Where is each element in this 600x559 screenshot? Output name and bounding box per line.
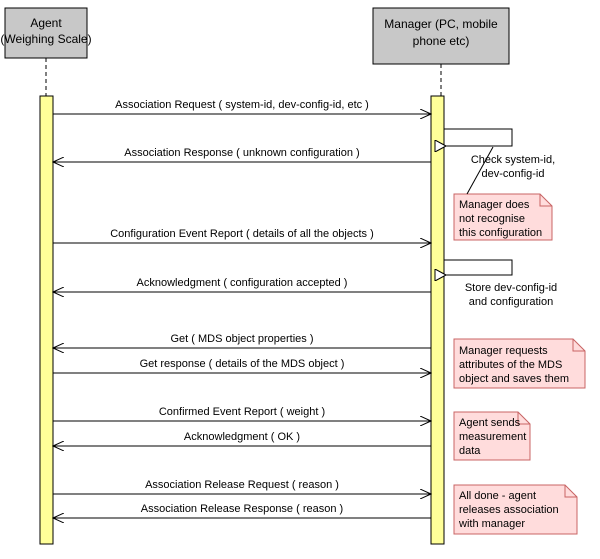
- manager-title: Manager (PC, mobile: [384, 17, 498, 31]
- note-4: All done - agent releases association wi…: [453, 484, 578, 535]
- note-2: Manager requests attributes of the MDS o…: [453, 338, 586, 389]
- self-call-1-line2: dev-config-id: [482, 168, 545, 180]
- message-3-label: Configuration Event Report ( details of …: [110, 228, 374, 240]
- note-2-line2: attributes of the MDS: [459, 359, 562, 371]
- self-call-1-line1: Check system-id,: [471, 154, 555, 166]
- agent-subtitle: (Weighing Scale): [0, 32, 91, 46]
- message-6-label: Get response ( details of the MDS object…: [140, 358, 345, 370]
- message-4-label: Acknowledgment ( configuration accepted …: [137, 277, 348, 289]
- note-3: Agent sends measurement data: [453, 411, 531, 461]
- self-call-1: Check system-id, dev-config-id: [444, 128, 555, 180]
- note-1-line3: this configuration: [459, 227, 542, 239]
- note-2-line1: Manager requests: [459, 345, 548, 357]
- message-1-label: Association Request ( system-id, dev-con…: [115, 99, 369, 111]
- message-6: Get response ( details of the MDS object…: [53, 358, 431, 373]
- note-4-line3: with manager: [458, 518, 525, 530]
- manager-activation-bar: [430, 95, 445, 545]
- message-10-label: Association Release Response ( reason ): [141, 503, 343, 515]
- manager-subtitle: phone etc): [413, 34, 470, 48]
- note-4-line2: releases association: [459, 504, 559, 516]
- agent-title: Agent: [30, 16, 62, 30]
- note-1-line2: not recognise: [459, 213, 525, 225]
- message-5: Get ( MDS object properties ): [53, 333, 431, 348]
- message-1: Association Request ( system-id, dev-con…: [53, 99, 431, 114]
- message-9-label: Association Release Request ( reason ): [145, 479, 339, 491]
- note-3-line2: measurement: [459, 431, 526, 443]
- message-8: Acknowledgment ( OK ): [53, 431, 431, 446]
- message-2: Association Response ( unknown configura…: [53, 147, 431, 162]
- note-1: Manager does not recognise this configur…: [453, 146, 553, 241]
- message-5-label: Get ( MDS object properties ): [170, 333, 313, 345]
- note-4-line1: All done - agent: [459, 490, 536, 502]
- message-8-label: Acknowledgment ( OK ): [184, 431, 300, 443]
- manager-participant: Manager (PC, mobile phone etc): [372, 7, 510, 65]
- note-3-line3: data: [459, 445, 481, 457]
- note-1-line1: Manager does: [459, 199, 530, 211]
- self-call-2: Store dev-config-id and configuration: [444, 259, 557, 308]
- message-7-label: Confirmed Event Report ( weight ): [159, 406, 325, 418]
- message-4: Acknowledgment ( configuration accepted …: [53, 277, 431, 292]
- message-10: Association Release Response ( reason ): [53, 503, 431, 518]
- message-9: Association Release Request ( reason ): [53, 479, 431, 494]
- self-call-2-line2: and configuration: [469, 296, 553, 308]
- message-2-label: Association Response ( unknown configura…: [124, 147, 359, 159]
- note-3-line1: Agent sends: [459, 417, 521, 429]
- agent-participant: Agent (Weighing Scale): [0, 7, 92, 59]
- note-2-line3: object and saves them: [459, 373, 569, 385]
- message-7: Confirmed Event Report ( weight ): [53, 406, 431, 421]
- self-call-2-line1: Store dev-config-id: [465, 282, 557, 294]
- agent-activation-bar: [39, 95, 54, 545]
- message-3: Configuration Event Report ( details of …: [53, 228, 431, 243]
